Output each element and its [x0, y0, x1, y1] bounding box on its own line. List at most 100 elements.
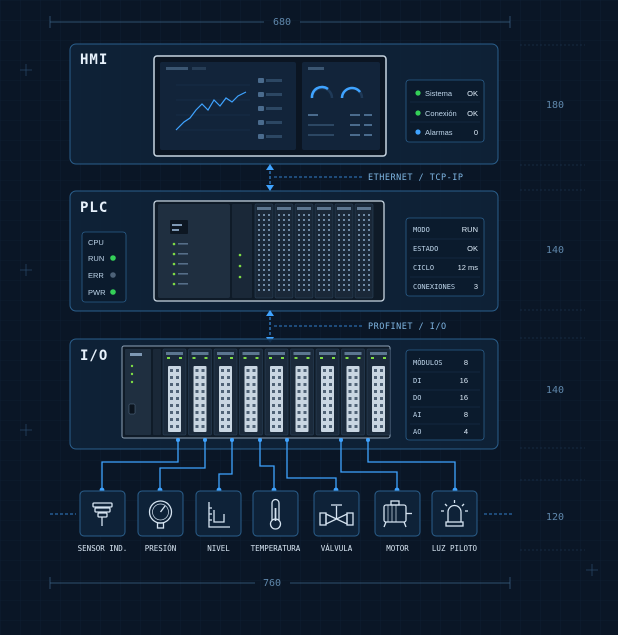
cpu-status-label: PWR [88, 288, 106, 297]
plc-io-module [274, 203, 294, 299]
hmi-status-row: Sistema OK [415, 89, 478, 98]
dimension-right: 180 140 140 120 [520, 44, 585, 551]
hmi-status-row: Conexión OK [415, 109, 478, 118]
crosshair-marks [20, 64, 598, 576]
hmi-status-label: Sistema [425, 89, 453, 98]
hmi-screen [153, 55, 387, 157]
hmi-status-value: 0 [474, 128, 478, 137]
device-label: LUZ PILOTO [432, 544, 478, 553]
link-label-ethernet: ETHERNET / TCP-IP [368, 173, 464, 183]
device-label: NIVEL [207, 544, 230, 553]
device-label: PRESIÓN [145, 544, 177, 553]
plc-title: PLC [80, 200, 108, 216]
plc-info-value: 12 ms [458, 263, 479, 272]
hmi-title: HMI [80, 52, 108, 68]
pressure-gauge-icon [148, 500, 173, 529]
io-info-label: DO [413, 394, 421, 402]
thermometer-icon [269, 498, 282, 530]
dim-bottom-width: 760 [263, 578, 281, 589]
hmi-status-panel: Sistema OK Conexión OK Alarmas 0 [405, 79, 485, 143]
cpu-status-label: RUN [88, 254, 104, 263]
io-section: I/O MÓDULOS 8 DI 16 DO 16 AI 8 AO 4 [69, 338, 499, 450]
status-led [415, 129, 421, 135]
io-module [264, 348, 289, 436]
plc-info-value: 3 [474, 282, 478, 291]
cpu-status-title: CPU [88, 238, 104, 247]
hmi-section: HMI [69, 43, 499, 165]
io-title: I/O [80, 348, 108, 364]
plc-info-value: OK [467, 244, 478, 253]
dim-top-width: 680 [273, 17, 291, 28]
io-info-value: 8 [464, 358, 468, 367]
io-module [162, 348, 187, 436]
plc-info-label: ESTADO [413, 245, 438, 253]
status-led [110, 289, 116, 295]
hmi-status-value: OK [467, 89, 478, 98]
wiring [101, 440, 456, 490]
cpu-status-label: ERR [88, 271, 104, 280]
io-info-value: 16 [460, 393, 468, 402]
pilot-light-icon [441, 500, 468, 527]
device-luz-piloto: LUZ PILOTO [431, 490, 478, 553]
device-temperatura: TEMPERATURA [251, 490, 301, 553]
plc-info-value: RUN [462, 225, 478, 234]
valve-icon [319, 504, 354, 526]
hmi-status-value: OK [467, 109, 478, 118]
device-label: TEMPERATURA [251, 544, 301, 553]
plc-info-label: MODO [413, 226, 430, 234]
link-hmi-plc: ETHERNET / TCP-IP [266, 164, 464, 191]
plc-info-label: CICLO [413, 264, 434, 272]
motor-icon [383, 500, 412, 528]
io-rack [121, 345, 391, 439]
io-info-value: 16 [460, 376, 468, 385]
dim-io-height: 140 [546, 385, 564, 396]
io-info-value: 8 [464, 410, 468, 419]
status-led [415, 110, 421, 116]
plc-io-module [334, 203, 354, 299]
device-presion: PRESIÓN [137, 490, 184, 553]
plc-info-label: CONEXIONES [413, 283, 455, 291]
hmi-trend-chart [175, 84, 250, 131]
device-label: SENSOR IND. [78, 544, 128, 553]
dimension-top: 680 [49, 16, 511, 28]
plc-info-panel: MODO RUN ESTADO OK CICLO 12 ms CONEXIONE… [405, 217, 485, 297]
status-led [110, 255, 116, 261]
io-module [188, 348, 212, 436]
device-label: VÁLVULA [321, 544, 353, 553]
device-motor: MOTOR [374, 490, 421, 553]
device-nivel: NIVEL [195, 490, 242, 553]
io-info-panel: MÓDULOS 8 DI 16 DO 16 AI 8 AO 4 [405, 349, 485, 441]
plc-rack [153, 200, 385, 302]
io-module [239, 348, 263, 436]
dim-hmi-height: 180 [546, 100, 564, 111]
hmi-status-label: Alarmas [425, 128, 453, 137]
devices-row: SENSOR IND. PRESIÓN NIVEL [78, 490, 478, 553]
plc-io-module [354, 203, 374, 299]
hmi-status-label: Conexión [425, 109, 457, 118]
level-icon [208, 502, 230, 528]
device-sensor-ind: SENSOR IND. [78, 490, 128, 553]
io-info-label: AI [413, 411, 421, 419]
status-led [415, 90, 421, 96]
io-module [366, 348, 391, 436]
io-info-label: AO [413, 428, 421, 436]
hmi-status-row: Alarmas 0 [415, 128, 478, 137]
link-label-profinet: PROFINET / I/O [368, 322, 447, 332]
io-module [290, 348, 314, 436]
io-module [341, 348, 365, 436]
io-module [315, 348, 340, 436]
io-module [213, 348, 238, 436]
plc-io-module [254, 203, 274, 299]
status-led [110, 272, 116, 278]
inductive-sensor-icon [92, 502, 113, 526]
io-info-label: MÓDULOS [413, 358, 443, 367]
io-info-value: 4 [464, 427, 468, 436]
plc-io-module [294, 203, 314, 299]
io-info-label: DI [413, 377, 421, 385]
device-valvula: VÁLVULA [313, 490, 360, 553]
plc-section: PLC CPU RUN ERR PWR [69, 190, 499, 312]
dim-plc-height: 140 [546, 245, 564, 256]
dim-devices-height: 120 [546, 512, 564, 523]
dimension-bottom: 760 [49, 577, 511, 589]
